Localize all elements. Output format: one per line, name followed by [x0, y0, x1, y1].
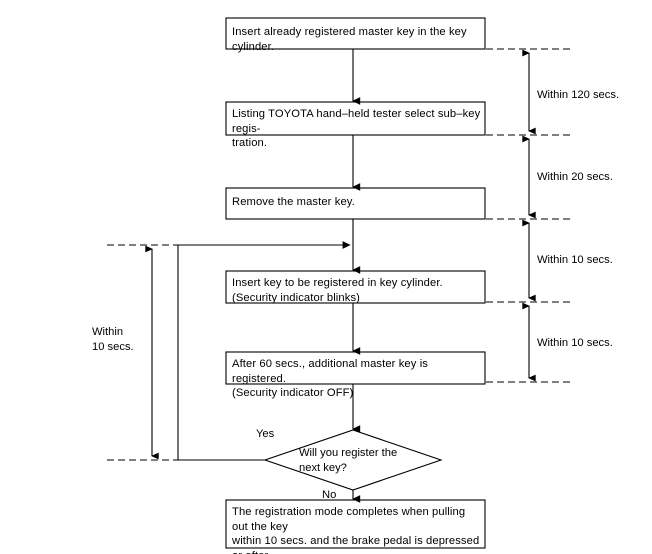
box-registration-complete	[225, 499, 486, 549]
branch-label-yes: Yes	[256, 428, 275, 440]
box-insert-new-key-label: Insert key to be registered in key cylin…	[232, 277, 443, 304]
box-tester-subkey	[225, 101, 486, 136]
box-insert-new-key	[225, 270, 486, 304]
timing-annotation-within-10-secs-left: Within 10 secs.	[92, 326, 134, 353]
box-registration-complete-label: The registration mode completes when pul…	[232, 506, 480, 554]
timing-annotation-within-10-secs-b: Within 10 secs.	[537, 337, 613, 349]
box-insert-master-key	[225, 17, 486, 50]
box-after-60-secs	[225, 351, 486, 385]
box-tester-subkey-label: Listing TOYOTA hand–held tester select s…	[232, 108, 481, 149]
box-insert-master-key-label: Insert already registered master key in …	[232, 26, 467, 53]
box-after-60-secs-label: After 60 secs., additional master key is…	[232, 358, 428, 399]
timing-annotation-within-120-secs: Within 120 secs.	[537, 89, 620, 101]
box-remove-master-key-label: Remove the master key.	[232, 196, 355, 208]
branch-label-no: No	[322, 489, 337, 501]
decision-register-next-key-label: Will you register the next key?	[299, 447, 398, 474]
timing-annotation-within-10-secs-a: Within 10 secs.	[537, 254, 613, 266]
timing-annotation-within-20-secs: Within 20 secs.	[537, 171, 613, 183]
